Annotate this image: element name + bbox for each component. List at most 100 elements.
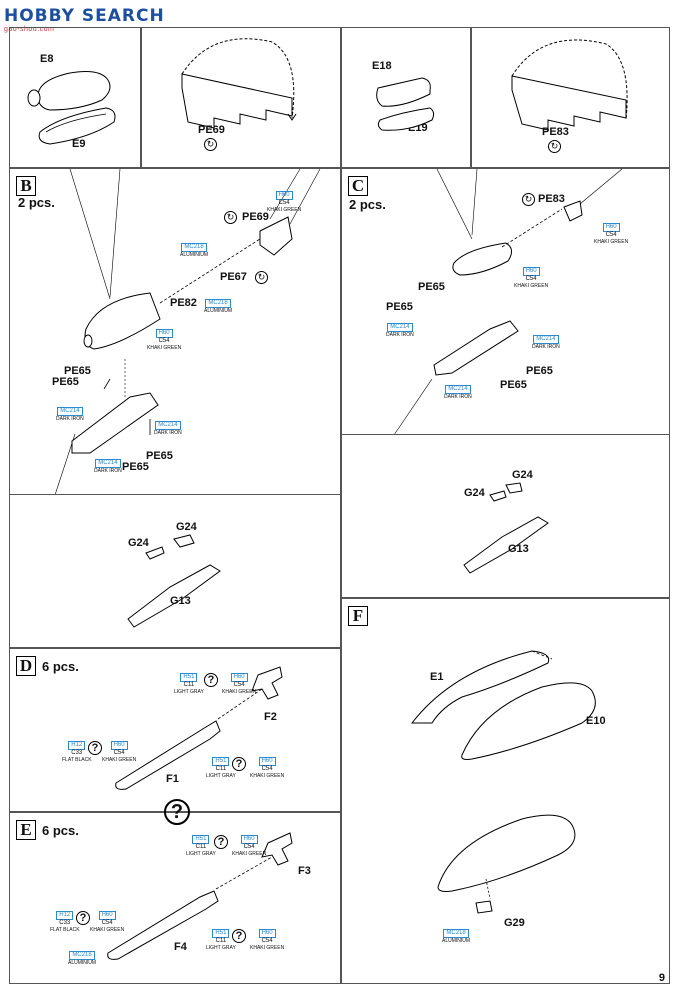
drop-tank-assembly-drawing — [54, 168, 321, 496]
tank-cradle-drawing — [127, 534, 221, 628]
label-PE83: PE83 — [542, 126, 569, 138]
label-F1: F1 — [166, 773, 179, 785]
section-b-panel: B 2 pcs. PE69 ↻ PE67 ↻ PE82 PE65 PE65 PE… — [9, 168, 341, 648]
label-PE65: PE65 — [122, 461, 149, 473]
label-PE69: PE69 — [198, 124, 225, 136]
unknown-color-icon: ? — [164, 799, 190, 825]
bend-icon: ↻ — [224, 211, 237, 224]
label-E8: E8 — [40, 53, 54, 65]
section-letter-d: D — [16, 656, 36, 676]
section-letter-e: E — [16, 820, 36, 840]
label-PE65: PE65 — [386, 301, 413, 313]
label-PE67: PE67 — [220, 271, 247, 283]
label-PE69: PE69 — [242, 211, 269, 223]
label-G29: G29 — [504, 917, 525, 929]
label-PE65: PE65 — [418, 281, 445, 293]
panel-top-right-a: E18 E19 — [341, 27, 471, 168]
panel-top-left-a: E8 E9 — [9, 27, 141, 168]
section-c-subpanel: G24 G24 G13 — [341, 434, 670, 598]
unknown-color-icon: ? — [76, 911, 90, 925]
watermark-url: gao-shou.com — [4, 26, 55, 33]
unknown-color-icon: ? — [232, 929, 246, 943]
watermark-logo: HOBBY SEARCH — [4, 6, 165, 26]
label-G24: G24 — [464, 487, 485, 499]
label-G24: G24 — [176, 521, 197, 533]
section-letter-b: B — [16, 176, 36, 196]
fairing-drawing — [410, 650, 596, 914]
section-b-subpanel: G24 G24 G13 — [9, 494, 341, 648]
unknown-color-icon: ? — [214, 835, 228, 849]
label-F2: F2 — [264, 711, 277, 723]
watermark: HOBBY SEARCH gao-shou.com — [0, 2, 200, 33]
label-G24: G24 — [128, 537, 149, 549]
bend-icon: ↻ — [522, 193, 535, 206]
unknown-color-icon: ? — [88, 741, 102, 755]
label-E18: E18 — [372, 60, 392, 72]
label-PE65: PE65 — [146, 450, 173, 462]
bend-icon: ↻ — [255, 271, 268, 284]
label-PE82: PE82 — [170, 297, 197, 309]
label-PE65: PE65 — [52, 376, 79, 388]
label-PE65: PE65 — [500, 379, 527, 391]
label-E9: E9 — [72, 138, 86, 150]
panel-top-right-b: PE83 ↻ — [471, 27, 670, 168]
section-quantity: 6 pcs. — [42, 659, 79, 674]
label-PE83: PE83 — [538, 193, 565, 205]
label-E1: E1 — [430, 671, 444, 683]
label-G24: G24 — [512, 469, 533, 481]
drop-tank-assembly-drawing — [393, 168, 623, 436]
tank-cradle-drawing — [463, 482, 549, 574]
label-F4: F4 — [174, 941, 187, 953]
label-E10: E10 — [586, 715, 606, 727]
section-quantity: 2 pcs. — [349, 197, 386, 212]
unknown-color-icon: ? — [232, 757, 246, 771]
section-letter-f: F — [348, 606, 368, 626]
label-F3: F3 — [298, 865, 311, 877]
bend-icon: ↻ — [548, 140, 561, 153]
label-G13: G13 — [508, 543, 529, 555]
label-PE65: PE65 — [526, 365, 553, 377]
small-tank-drawing — [376, 77, 435, 131]
label-G13: G13 — [170, 595, 191, 607]
tank-half-drawing — [27, 71, 116, 145]
label-PE65: PE65 — [64, 365, 91, 377]
rocket-drawing — [107, 832, 293, 960]
rocket-drawing — [115, 666, 283, 790]
section-quantity: 6 pcs. — [42, 823, 79, 838]
panel-top-left-b: PE69 ↻ — [141, 27, 341, 168]
page-number: 9 — [658, 972, 665, 984]
unknown-color-icon: ? — [204, 673, 218, 687]
pylon-bracket-drawing-2 — [511, 39, 628, 131]
pylon-bracket-drawing — [181, 38, 297, 129]
section-letter-c: C — [348, 176, 368, 196]
